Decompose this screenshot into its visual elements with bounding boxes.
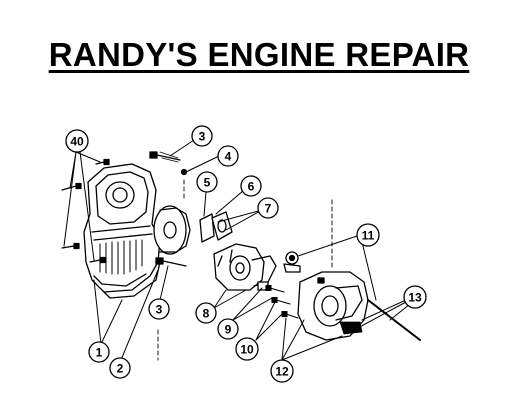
callout-11-label: 11	[362, 229, 375, 243]
callout-2-label: 2	[117, 362, 124, 376]
callout-4: 4	[217, 145, 239, 167]
callout-7-label: 7	[265, 202, 272, 216]
callout-40-label: 40	[70, 135, 84, 149]
callout-4-label: 4	[225, 150, 232, 164]
callout-7: 7	[257, 197, 279, 219]
bolt-part-lower	[155, 257, 187, 267]
callout-2: 2	[109, 357, 131, 379]
air-filter-housing-part	[297, 271, 421, 341]
callout-12: 12	[270, 359, 294, 383]
callout-6: 6	[240, 175, 262, 197]
callout-3-lower-label: 3	[156, 303, 163, 317]
callout-3-lower: 3	[148, 298, 170, 320]
callout-3-top: 3	[191, 125, 213, 147]
callout-1: 1	[88, 341, 110, 363]
callout-5: 5	[196, 171, 218, 193]
engine-shroud-part	[83, 163, 161, 299]
callout-10-label: 10	[240, 343, 254, 357]
callout-13: 13	[403, 285, 427, 309]
shroud-screws-part	[61, 158, 110, 264]
callout-40: 40	[65, 129, 89, 153]
callout-3-top-label: 3	[199, 130, 206, 144]
callout-12-label: 12	[275, 365, 289, 379]
callout-10: 10	[235, 337, 259, 361]
callout-1-label: 1	[96, 346, 103, 360]
flywheel-part	[153, 205, 191, 255]
primer-bulb-part	[283, 251, 301, 273]
bolt-part-top	[149, 151, 181, 163]
callout-9: 9	[217, 318, 239, 340]
callout-6-label: 6	[248, 180, 255, 194]
small-screws-part	[265, 284, 299, 319]
carburetor-part	[213, 243, 277, 291]
page-title: RANDY'S ENGINE REPAIR	[48, 36, 470, 73]
gasket-part	[199, 213, 215, 243]
callout-11: 11	[356, 223, 380, 247]
callout-9-label: 9	[225, 323, 232, 337]
callout-5-label: 5	[204, 176, 211, 190]
callout-8-label: 8	[203, 307, 210, 321]
callout-8: 8	[195, 302, 217, 324]
insulator-part	[211, 211, 233, 241]
callout-13-label: 13	[408, 291, 422, 305]
